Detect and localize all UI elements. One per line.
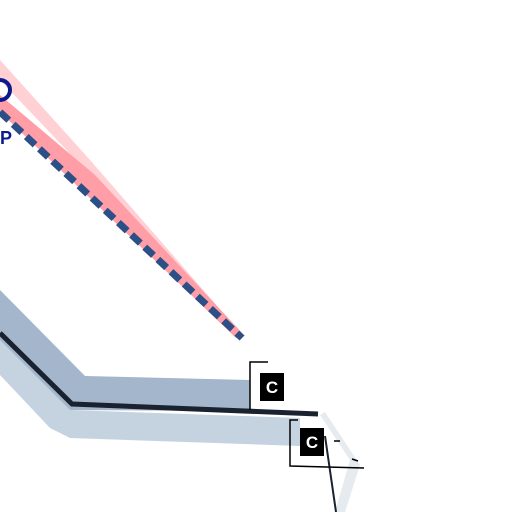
marker-upper-box — [260, 373, 284, 401]
marker-lower[interactable]: C — [289, 419, 365, 469]
marker-lower-frame — [289, 419, 365, 469]
marker-lower-tick-2 — [351, 458, 359, 462]
navaid-circle-fragment — [0, 78, 12, 102]
road-band-dark — [0, 290, 250, 411]
airspace-wedge-fill — [0, 95, 245, 338]
airspace-wedge — [0, 60, 245, 338]
marker-upper-frame — [249, 361, 268, 410]
road-line — [0, 331, 319, 417]
marker-lower-box — [300, 428, 324, 456]
marker-upper[interactable]: C — [249, 361, 284, 410]
road-band — [0, 290, 360, 512]
road-band-light — [0, 315, 300, 446]
road-line-continuation — [324, 435, 337, 512]
marker-upper-label: C — [266, 378, 278, 397]
road-band-right-tail — [320, 412, 360, 512]
dashed-route-line — [0, 109, 245, 341]
marker-lower-label: C — [306, 433, 318, 452]
partial-label: P — [0, 128, 12, 148]
airspace-wedge-light — [0, 60, 245, 338]
